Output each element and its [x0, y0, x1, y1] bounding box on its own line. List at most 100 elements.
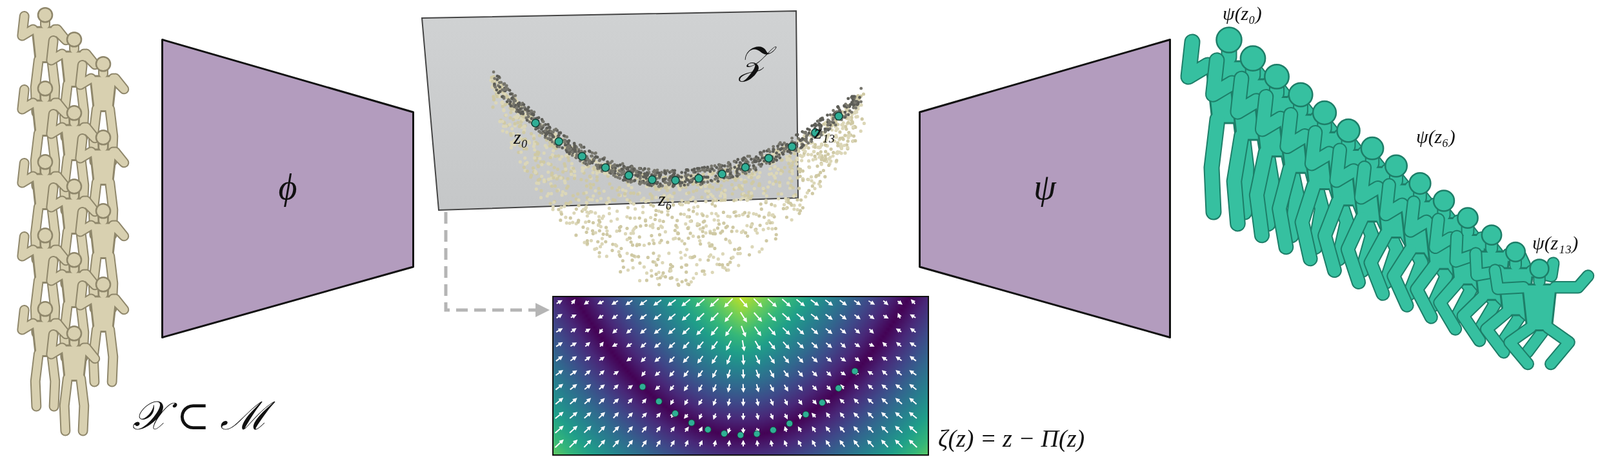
cloud-point [505, 123, 510, 128]
cloud-point [681, 184, 686, 188]
cloud-point [536, 164, 540, 168]
cloud-point [679, 212, 683, 216]
cloud-point [776, 147, 780, 151]
cloud-point [675, 219, 679, 223]
cloud-point [556, 188, 560, 192]
cloud-point [800, 155, 804, 159]
cloud-point [605, 229, 609, 233]
cloud-point [809, 141, 813, 145]
limb [109, 329, 113, 383]
limb [80, 138, 91, 159]
cloud-point [615, 188, 619, 192]
cloud-point [689, 174, 693, 178]
cloud-point [528, 118, 532, 122]
cloud-point [740, 184, 744, 188]
cloud-point [780, 147, 784, 151]
cloud-point [515, 114, 519, 118]
cloud-point [588, 160, 592, 164]
cloud-point [738, 252, 742, 256]
cloud-point [839, 142, 843, 146]
cloud-point [840, 118, 844, 122]
cloud-point [509, 146, 513, 150]
cloud-dark [492, 70, 863, 188]
cloud-point [710, 172, 715, 176]
cloud-point [636, 174, 640, 179]
cloud-point [800, 145, 804, 149]
cloud-point [737, 183, 741, 188]
cloud-point [607, 207, 611, 211]
cloud-point [745, 163, 750, 167]
cloud-point [524, 112, 528, 117]
cloud-point [551, 149, 555, 153]
cloud-point [638, 191, 642, 195]
cloud-point [501, 87, 506, 91]
cloud-point [758, 223, 762, 228]
cloud-point [710, 212, 714, 216]
cloud-point [588, 175, 592, 179]
cloud-point [680, 174, 684, 179]
cloud-point [592, 159, 596, 163]
cloud-point [595, 199, 599, 203]
cloud-point [774, 232, 779, 237]
decoder-trapezoid: ψ [918, 38, 1171, 339]
cloud-point [638, 216, 642, 220]
cloud-point [845, 147, 850, 151]
cloud-point [592, 247, 597, 251]
cloud-point [740, 230, 744, 235]
cloud-point [763, 155, 767, 159]
cloud-point [660, 274, 664, 278]
cloud-point [794, 147, 799, 151]
cloud-point [533, 152, 537, 157]
cloud-point [576, 220, 580, 224]
cloud-point [720, 263, 724, 267]
cloud-point [732, 176, 737, 180]
cloud-point [530, 121, 534, 125]
cloud-point [585, 184, 589, 188]
cloud-point [820, 142, 824, 146]
cloud-point [702, 176, 706, 180]
cloud-point [543, 123, 548, 127]
cloud-point [592, 165, 596, 170]
limb [21, 236, 33, 257]
cloud-point [597, 218, 601, 222]
cloud-point [559, 210, 563, 215]
cloud-point [663, 175, 668, 179]
head [38, 7, 53, 22]
cloud-point [648, 224, 652, 228]
cloud-point [492, 81, 497, 85]
cloud-point [761, 228, 766, 232]
limb-outline [1311, 132, 1330, 164]
cloud-point [614, 244, 619, 248]
network-shape [920, 40, 1171, 339]
cloud-point [714, 198, 719, 202]
cloud-point [501, 90, 506, 95]
cloud-point [685, 215, 690, 219]
cloud-point [790, 203, 794, 208]
cloud-point [621, 188, 625, 192]
cloud-point [651, 251, 655, 255]
cloud-point [710, 270, 715, 275]
cloud-point [585, 241, 590, 246]
cloud-point [551, 205, 555, 210]
cloud-point [810, 179, 814, 183]
cloud-point [670, 169, 675, 173]
cloud-point [770, 213, 774, 217]
cloud-point [816, 173, 820, 177]
cloud-point [613, 243, 617, 247]
cloud-point [544, 136, 548, 140]
cloud-point [509, 140, 513, 144]
cloud-point [658, 233, 662, 237]
cloud-point [834, 160, 839, 164]
cloud-point [546, 170, 550, 175]
cloud-point [541, 160, 546, 164]
cloud-point [689, 219, 693, 223]
limb [1361, 167, 1379, 198]
cloud-point [625, 215, 629, 219]
cloud-point [840, 136, 844, 140]
cloud-point [720, 229, 724, 233]
cloud-point [714, 175, 719, 179]
cloud-point [677, 177, 681, 181]
cloud-point [763, 189, 767, 193]
cloud-point [601, 167, 605, 171]
cloud-point [581, 161, 585, 165]
